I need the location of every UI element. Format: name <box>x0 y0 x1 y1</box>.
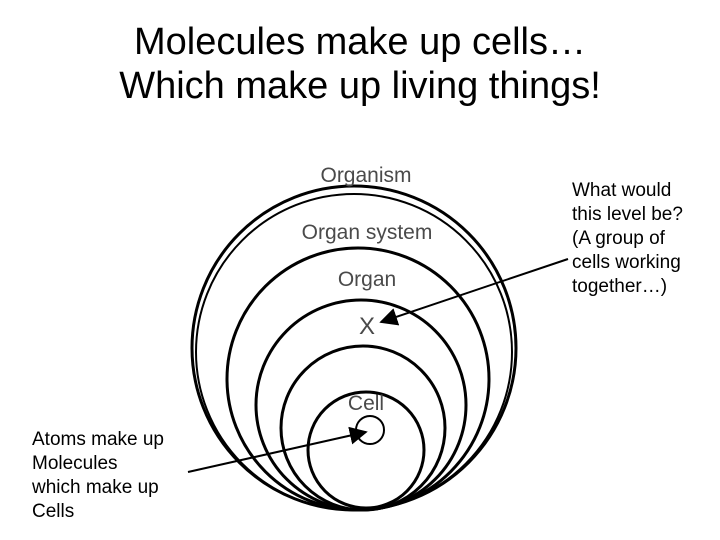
right-annotation-line: (A group of <box>572 228 665 249</box>
right-annotation: What would this level be? (A group of ce… <box>572 179 683 299</box>
title-line-2: Which make up living things! <box>119 65 601 107</box>
molecule-circle <box>355 415 385 445</box>
left-annotation-line: Cells <box>32 501 75 522</box>
right-annotation-line: cells working <box>572 252 681 273</box>
right-note-arrow <box>379 258 569 326</box>
left-annotation: Atoms make up Molecules which make up Ce… <box>32 428 164 524</box>
right-annotation-line: What would <box>572 180 672 201</box>
left-annotation-line: Atoms make up <box>32 429 164 450</box>
right-annotation-line: together…) <box>572 276 668 297</box>
cell-circle <box>306 390 426 510</box>
organ-label: Organ <box>338 268 396 291</box>
right-annotation-line: this level be? <box>572 204 683 225</box>
tissue-level-circle <box>279 344 447 512</box>
left-annotation-line: which make up <box>32 477 159 498</box>
cell-label: Cell <box>348 392 384 415</box>
page-title: Molecules make up cells… Which make up l… <box>0 20 720 108</box>
unknown-level-label: X <box>359 313 375 340</box>
left-annotation-line: Molecules <box>32 453 118 474</box>
organism-label: Organism <box>320 164 411 187</box>
left-note-arrow <box>187 426 368 473</box>
title-line-1: Molecules make up cells… <box>134 21 586 63</box>
organ-system-label: Organ system <box>302 221 433 244</box>
